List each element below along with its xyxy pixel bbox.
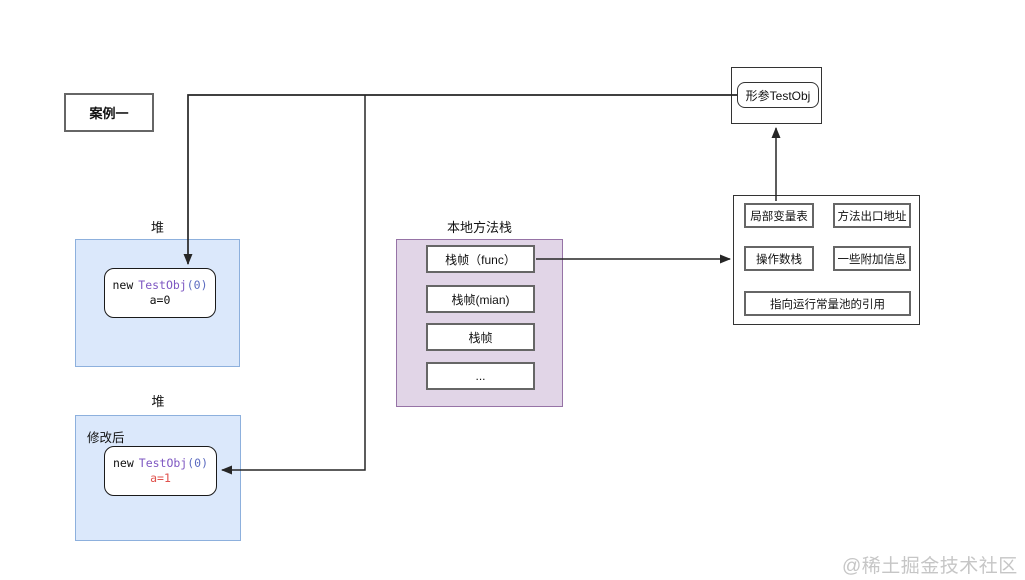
watermark: @稀土掘金技术社区: [842, 556, 1018, 577]
heap2-object-node: new TestObj(0) a=1: [104, 446, 217, 496]
stack-frame-func: 栈帧（func）: [426, 245, 535, 273]
heap1-object-code: new TestObj(0): [112, 278, 207, 293]
native-stack-box: 栈帧（func） 栈帧(mian) 栈帧 ...: [396, 239, 563, 407]
stack-frame-ellipsis: ...: [426, 362, 535, 390]
heap2-label: 堆: [151, 394, 165, 409]
case-title-label: 案例一: [89, 106, 129, 121]
cell-additional-info: 一些附加信息: [833, 246, 911, 271]
keyword-new: new: [112, 456, 134, 470]
heap2-object-code: new TestObj(0): [113, 456, 208, 471]
cell-operand-stack: 操作数栈: [744, 246, 814, 271]
type-name: TestObj: [138, 278, 187, 292]
native-stack-label: 本地方法栈: [446, 220, 512, 235]
param-pill: 形参TestObj: [737, 82, 819, 108]
heap2-field-value: a=1: [150, 471, 171, 485]
heap2-note: 修改后: [87, 431, 125, 445]
case-title-box: 案例一: [64, 93, 154, 132]
stack-frame-main: 栈帧(mian): [426, 285, 535, 313]
keyword-new: new: [112, 278, 134, 292]
frame-detail-box: 局部变量表 方法出口地址 操作数栈 一些附加信息 指向运行常量池的引用: [733, 195, 920, 325]
cell-constant-pool-ref: 指向运行常量池的引用: [744, 291, 911, 316]
param-label: 形参TestObj: [745, 88, 811, 103]
type-name: TestObj: [138, 456, 188, 470]
cell-local-variable-table: 局部变量表: [744, 203, 814, 228]
cell-method-exit-address: 方法出口地址: [833, 203, 911, 228]
arrow-param-to-heap2: [221, 95, 366, 475]
constructor-args: (0): [186, 278, 208, 292]
heap1-field-value: a=0: [149, 293, 171, 307]
heap1-label: 堆: [150, 220, 164, 235]
heap1-object-node: new TestObj(0) a=0: [104, 268, 216, 318]
stack-frame-generic: 栈帧: [426, 323, 535, 351]
constructor-args: (0): [187, 456, 209, 470]
